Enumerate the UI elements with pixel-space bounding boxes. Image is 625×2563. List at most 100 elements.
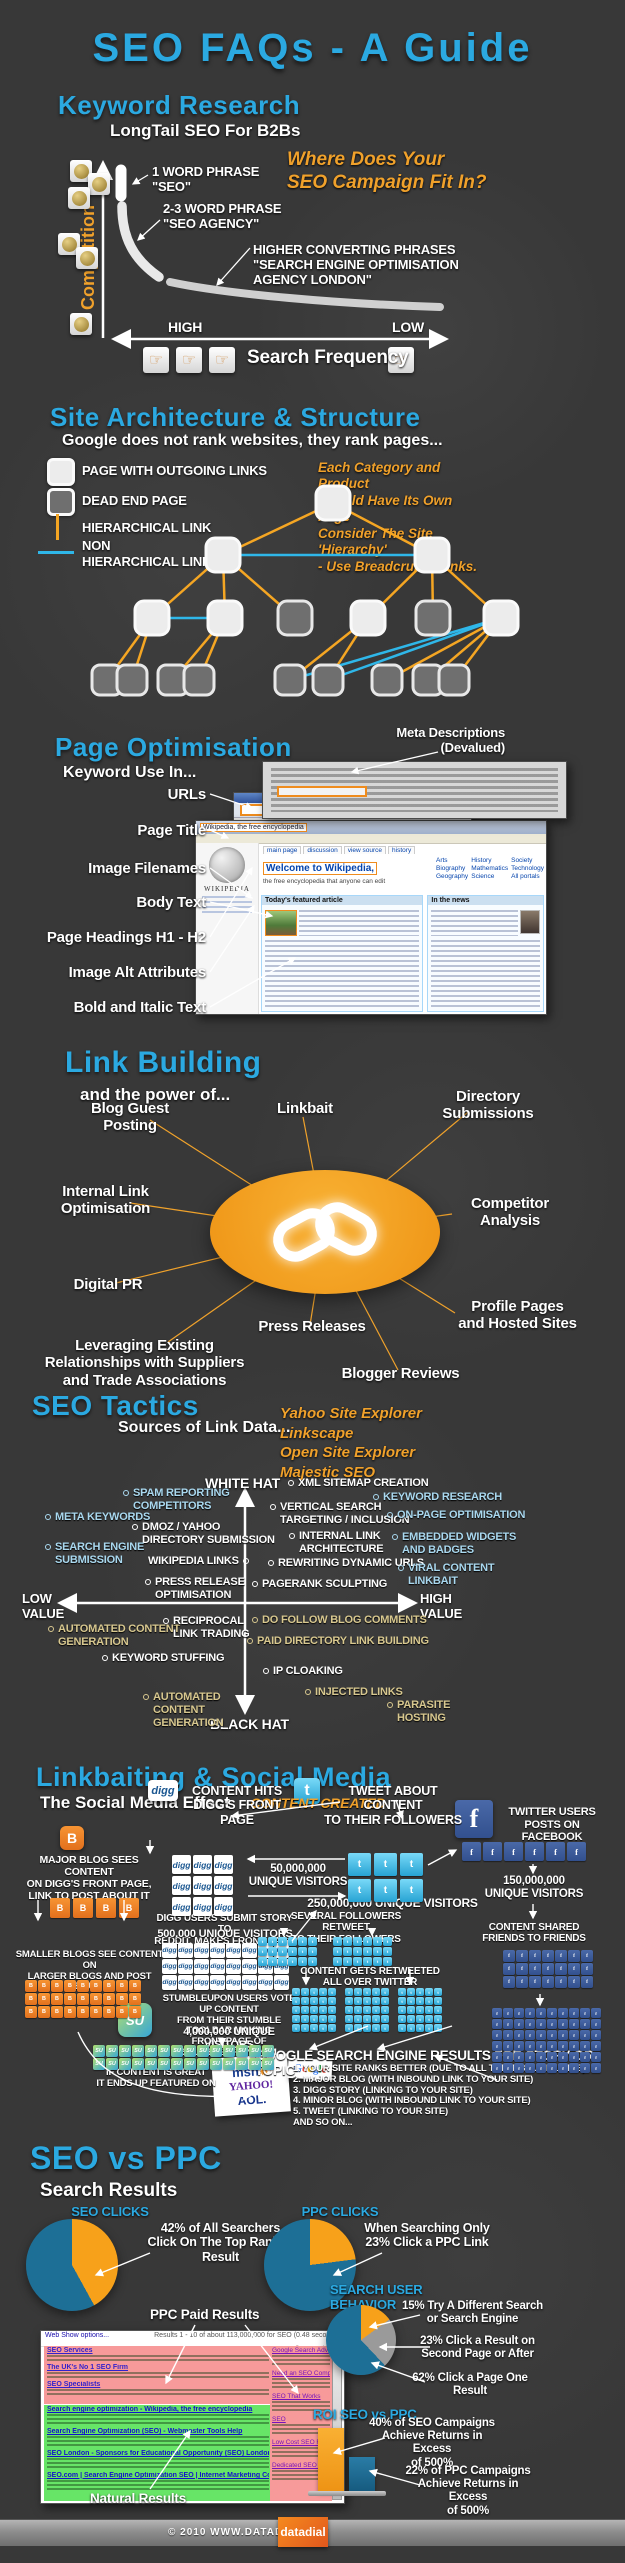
section-seo-vs-ppc: SEO vs PPC Search Results SEO CLICKS 42%… (0, 2135, 625, 2520)
money-bag-icon (88, 173, 110, 195)
digg-icon: digg (172, 1897, 191, 1916)
twitter-icon: t (353, 1957, 362, 1966)
twitter-icon: t (354, 2015, 362, 2023)
tactic-rewriting-dynamic-urls: REWRITING DYNAMIC URLS (268, 1557, 424, 1570)
label-body-text: Body Text (136, 894, 206, 911)
serp-screenshot: Web Show options... Results 1 - 10 of ab… (40, 2330, 345, 2504)
facebook-icon: f (525, 2019, 535, 2029)
stumbleupon-icon: SU (223, 2058, 235, 2070)
serp-result: SEO Services (47, 2347, 269, 2361)
item-marker (163, 1618, 169, 1624)
blogger-icon: B (103, 1980, 115, 1992)
blogger-icon: B (90, 1993, 102, 2005)
digg-icon: digg (178, 1959, 193, 1974)
twitter-icon: t (345, 1997, 353, 2005)
x-axis-high: HIGH (168, 319, 203, 335)
facebook-icon: f (525, 2052, 535, 2062)
twitter-icon: t (383, 1947, 392, 1956)
facebook-icon: f (503, 2052, 513, 2062)
tactic-injected-links: INJECTED LINKS (305, 1686, 403, 1699)
wikipedia-tabs: main page discussion view source history (263, 846, 542, 854)
site-architecture-heading: Site Architecture & Structure (50, 402, 421, 432)
item-marker (387, 1512, 393, 1518)
blogger-icon: B (50, 1898, 70, 1918)
serp-result: Need an SEO Company? (272, 2370, 330, 2390)
label-page-headings: Page Headings H1 - H2 (46, 929, 206, 946)
sidebar-stub (202, 901, 252, 903)
stumbleupon-icon: SU (145, 2045, 157, 2057)
item-label: AUTOMATED CONTENT GENERATION (153, 1691, 224, 1729)
result-title: SEO London - Sponsors for Educational Op… (47, 2450, 269, 2457)
facebook-icon: f (503, 2030, 513, 2040)
digg-icon: digg (193, 1876, 212, 1895)
facebook-icon: f (536, 2030, 546, 2040)
twitter-icon: t (319, 1988, 327, 1996)
blogger-icon: B (77, 2006, 89, 2018)
item-label: ON-PAGE OPTIMISATION (397, 1509, 526, 1521)
facebook-icon: f (525, 2008, 535, 2018)
result-snippet-stub (272, 2401, 330, 2413)
facebook-icon: f (542, 1976, 554, 1988)
tactic-vertical-search-targeting: VERTICAL SEARCH TARGETING / INCLUSION (270, 1501, 410, 1527)
stumbleupon-icon: SU (249, 2045, 261, 2057)
blogger-icon: B (60, 1826, 84, 1850)
sidebar-stub (202, 911, 252, 913)
facebook-icon: f (529, 1950, 541, 1962)
twitter-icon: t (288, 1957, 297, 1966)
item-marker (242, 1558, 249, 1564)
twitter-icon: t (258, 1957, 267, 1966)
facebook-icon: f (503, 2008, 513, 2018)
blogger-icon: B (51, 1993, 63, 2005)
twitter-icon: t (328, 2015, 336, 2023)
natural-results-label: Natural Results (90, 2491, 187, 2506)
click-hand-icon: ☞ (176, 347, 202, 373)
twitter-icon: t (372, 2006, 380, 2014)
result-snippet-stub (272, 2447, 330, 2459)
twitter-icon: t (353, 1937, 362, 1946)
facebook-icon: f (591, 2008, 601, 2018)
item-label: SPAM REPORTING COMPETITORS (133, 1487, 230, 1512)
seo-campaign-callout: Where Does Your SEO Campaign Fit In? (287, 149, 487, 194)
seo-vs-ppc-heading: SEO vs PPC (30, 2140, 222, 2176)
item-marker (387, 1702, 393, 1708)
twitter-icon: t (425, 2024, 433, 2032)
twitter-icon: t (373, 1947, 382, 1956)
item-label: EMBEDDED WIDGETS AND BADGES (402, 1531, 517, 1556)
item-label: DMOZ / YAHOO DIRECTORY SUBMISSION (142, 1521, 275, 1546)
blogger-icon: B (25, 1993, 37, 2005)
click-hand-icon: ☞ (209, 347, 235, 373)
section-page-optimisation: Page Optimisation Keyword Use In... Meta… (0, 720, 625, 1040)
flow-visitors-150m: 150,000,000 UNIQUE VISITORS (484, 1875, 584, 1901)
facebook-icon: f (558, 2063, 568, 2073)
blogger-icon: B (129, 1993, 141, 2005)
item-label: PARASITE HOSTING (397, 1699, 451, 1724)
dead-end-node-icon (47, 488, 75, 516)
twitter-icon: t (416, 2024, 424, 2032)
facebook-icon: f (569, 2041, 579, 2051)
facebook-icon: f (569, 2019, 579, 2029)
hierarchical-link-icon (56, 514, 59, 540)
twitter-icon: t (354, 2024, 362, 2032)
result-snippet-stub (272, 2470, 330, 2482)
wikipedia-main: main page discussion view source history… (259, 843, 546, 1014)
twitter-icon: t (363, 2006, 371, 2014)
twitter-icon: t (416, 2006, 424, 2014)
facebook-icon: f (580, 2041, 590, 2051)
item-marker (305, 1689, 311, 1695)
item-label: KEYWORD STUFFING (112, 1652, 225, 1664)
result-title: SEO Services (47, 2347, 93, 2354)
twitter-icon: t (381, 1997, 389, 2005)
twitter-icon: t (398, 2024, 406, 2032)
facebook-icon: f (455, 1800, 493, 1838)
yahoo-logo: YAHOO! (228, 2077, 274, 2094)
section-site-architecture: Site Architecture & Structure Google doe… (0, 400, 625, 710)
result-title: The UK's No 1 SEO Firm (47, 2364, 129, 2371)
keyword-research-subheading: LongTail SEO For B2Bs (110, 121, 301, 140)
result-title: SEO That Works (272, 2393, 321, 2400)
portal-link: Science (471, 873, 495, 880)
tactic-parasite-hosting: PARASITE HOSTING (387, 1699, 450, 1725)
blogger-icon: B (25, 2006, 37, 2018)
stumbleupon-icon: SU (236, 2058, 248, 2070)
